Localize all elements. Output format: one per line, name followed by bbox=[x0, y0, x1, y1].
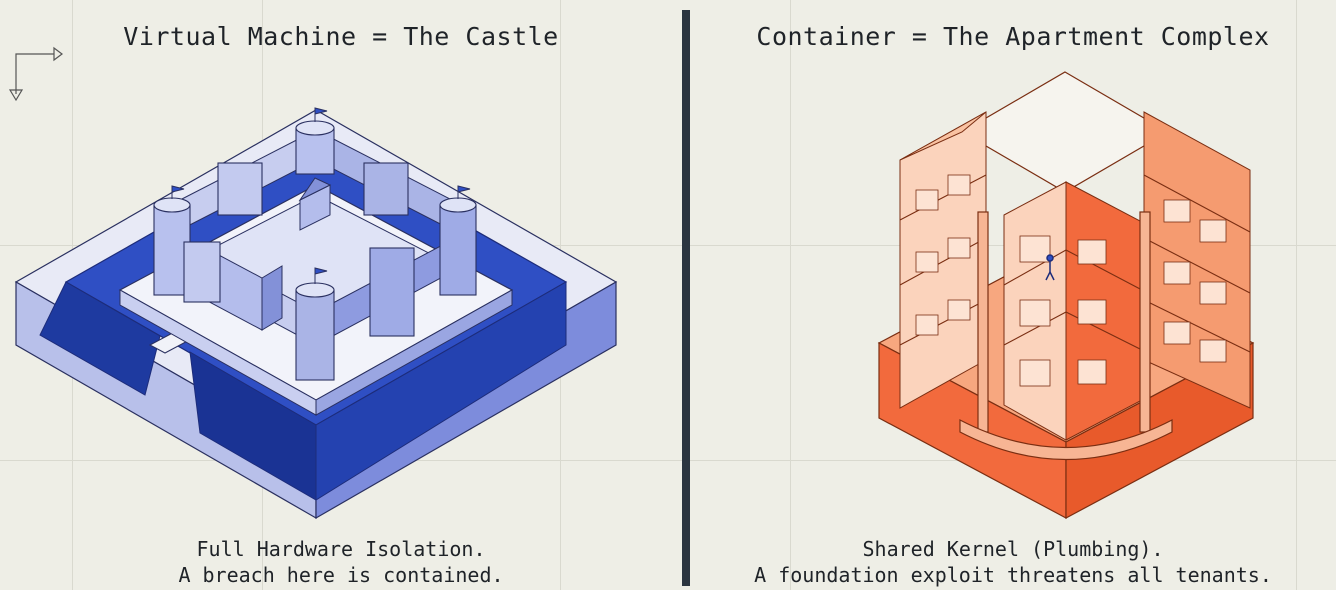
castle-icon bbox=[14, 107, 618, 520]
vm-caption-line1: Full Hardware Isolation. bbox=[196, 537, 486, 561]
container-panel: Container = The Apartment Complex bbox=[690, 0, 1336, 590]
container-caption: Shared Kernel (Plumbing). A foundation e… bbox=[690, 536, 1336, 588]
vm-title: Virtual Machine = The Castle bbox=[123, 22, 559, 51]
grid-line bbox=[1296, 0, 1297, 590]
vm-caption: Full Hardware Isolation. A breach here i… bbox=[0, 536, 682, 588]
apartment-complex-icon bbox=[877, 71, 1255, 520]
panel-divider bbox=[682, 10, 690, 586]
container-caption-line1: Shared Kernel (Plumbing). bbox=[862, 537, 1164, 561]
vm-panel: Virtual Machine = The Castle bbox=[0, 22, 682, 588]
grid-line bbox=[0, 460, 1336, 461]
grid-line bbox=[0, 245, 1336, 246]
grid-line bbox=[790, 0, 791, 590]
vm-caption-line2: A breach here is contained. bbox=[178, 563, 504, 587]
corner-arrow-icon bbox=[8, 46, 63, 102]
container-title: Container = The Apartment Complex bbox=[756, 22, 1270, 51]
container-caption-line2: A foundation exploit threatens all tenan… bbox=[754, 563, 1272, 587]
